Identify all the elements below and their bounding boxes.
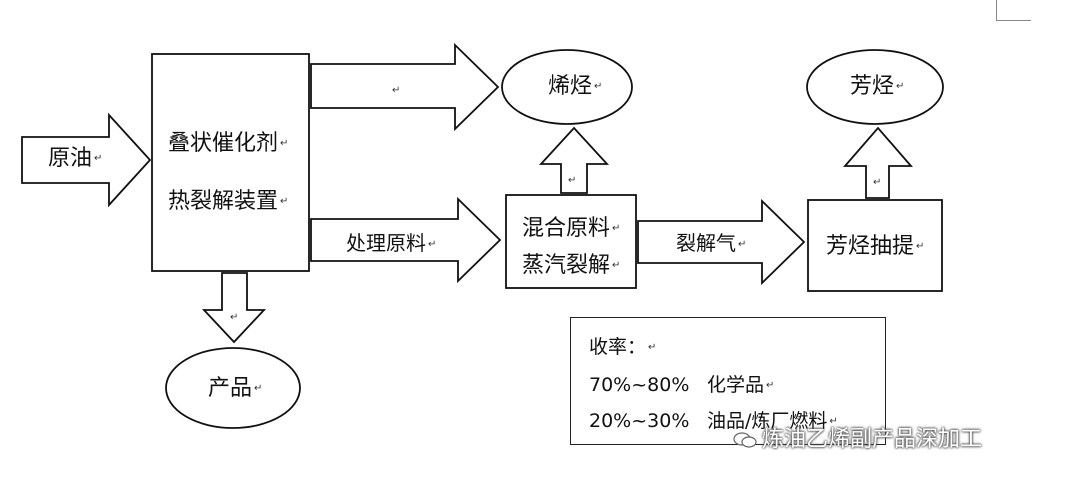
yield-row-fuel: 20%~30%油品/炼厂燃料↵ (589, 410, 838, 432)
processed-feed-label: 处理原料↵ (346, 231, 437, 255)
page-corner-mark (996, 0, 1031, 21)
arrow-mark-olefins: ↵ (568, 175, 577, 186)
cracker-box (151, 53, 310, 272)
mixed-label-line1: 混合原料↵ (522, 216, 621, 241)
arrow-mark-aromatics: ↵ (873, 177, 882, 188)
arrow-mark-products: ↵ (230, 312, 239, 323)
yield-label: 化学品 (707, 374, 765, 396)
up-arrow-olefins (538, 126, 610, 194)
yield-box: 收率：↵ 70%~80%化学品↵ 20%~30%油品/炼厂燃料↵ (570, 317, 886, 445)
crude-oil-label: 原油↵ (48, 146, 103, 171)
watermark: 炼油乙烯副产品深加工 (732, 421, 982, 453)
down-arrow-products (201, 272, 267, 344)
yield-row-chemicals: 70%~80%化学品↵ (589, 374, 775, 396)
processed-feed-arrow (310, 196, 502, 284)
mixed-label-line2: 蒸汽裂解↵ (522, 253, 621, 278)
yield-title: 收率：↵ (589, 336, 657, 358)
products-label: 产品↵ (208, 376, 263, 401)
to-olefins-arrow (310, 42, 500, 132)
crude-oil-arrow (21, 112, 152, 208)
yield-percent: 20%~30% (589, 410, 690, 432)
aromatics-label: 芳烃↵ (850, 74, 905, 99)
cracked-gas-arrow (637, 198, 806, 286)
cracker-label-line1: 叠状催化剂↵ (168, 131, 289, 156)
yield-label: 油品/炼厂燃料 (707, 410, 828, 432)
olefins-label: 烯烃↵ (548, 74, 603, 99)
olefins-ellipse (501, 49, 633, 125)
cracked-gas-label: 裂解气↵ (676, 231, 747, 255)
to-olefins-edge-mark: ↵ (392, 84, 401, 96)
up-arrow-aromatics (843, 126, 913, 199)
aromatics-ellipse (806, 49, 944, 125)
yield-percent: 70%~80% (589, 374, 690, 396)
products-ellipse (165, 347, 301, 429)
cracker-label-line2: 热裂解装置↵ (168, 189, 289, 214)
extraction-label: 芳烃抽提↵ (826, 234, 925, 259)
extraction-box (807, 199, 943, 292)
wechat-icon (733, 432, 757, 448)
mixed-feed-box (505, 194, 637, 289)
